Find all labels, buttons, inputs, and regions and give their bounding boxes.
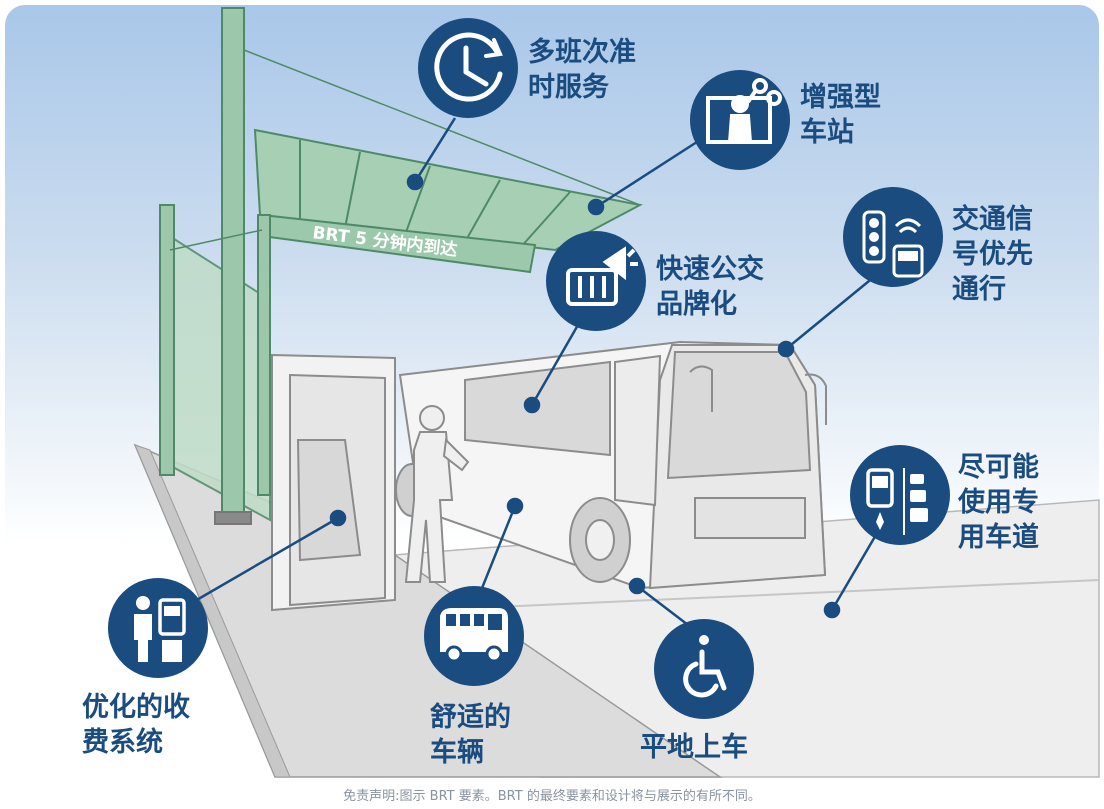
comfort-bus-badge [424, 586, 524, 686]
pole-front [257, 214, 271, 496]
station-icon [706, 78, 782, 144]
wheelchair-badge [654, 619, 754, 719]
dedicated-lane-badge [850, 445, 950, 545]
feature-label-signal-priority: 交通信号优先通行 [952, 204, 1033, 305]
traffic-signal-icon [862, 210, 924, 278]
fare-kiosk [271, 353, 396, 612]
wheelchair-icon [683, 635, 727, 698]
feature-label-branding: 快速公交品牌化 [656, 254, 764, 320]
feature-label-enhanced-station: 增强型车站 [800, 82, 881, 148]
clock-badge [418, 18, 518, 118]
station-badge [690, 70, 790, 170]
clock-icon [434, 32, 503, 102]
feature-label-comfort-vehicle: 舒适的车辆 [430, 702, 511, 768]
bus-wheel-front-hub [585, 519, 615, 561]
feature-label-dedicated-lane: 尽可能使用专用车道 [958, 452, 1039, 553]
bus-mirror-right [804, 373, 827, 425]
comfort-bus-icon [440, 608, 508, 663]
passenger-head [419, 405, 445, 431]
branding-icon [566, 246, 638, 306]
feature-label-frequent-service: 多班次准时服务 [528, 37, 636, 103]
branding-badge [546, 231, 646, 331]
disclaimer: 免责声明:图示 BRT 要素。BRT 的最终要素和设计将与展示的有所不同。 [343, 789, 761, 804]
passenger-body [404, 431, 454, 583]
pole-main [221, 7, 245, 519]
platform-curb [134, 444, 291, 778]
bus-grille [694, 497, 806, 539]
fare-machine-badge [108, 578, 208, 678]
bus-mirror-left [689, 365, 713, 412]
feature-label-level-boarding: 平地上车 [640, 732, 748, 763]
passenger [404, 405, 470, 583]
bus-windshield [666, 351, 812, 480]
pole-secondary [159, 204, 175, 476]
traffic-signal-badge [843, 187, 943, 287]
shelter: BRT 5 分钟内到达 [159, 7, 643, 525]
road-line [429, 579, 1100, 611]
fare-machine-icon [134, 596, 186, 662]
pole-base [214, 511, 252, 525]
feature-label-fare-collection: 优化的收费系统 [82, 692, 190, 758]
passenger-arm [442, 437, 470, 472]
bus-door [614, 354, 662, 507]
dedicated-lane-icon [866, 468, 928, 535]
